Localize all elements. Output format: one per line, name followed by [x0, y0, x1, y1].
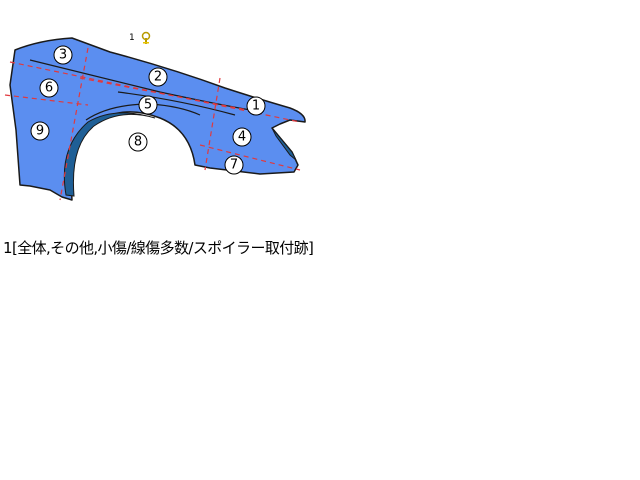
wheel-arch-lip [63, 112, 156, 197]
zone-marker[interactable]: 7 [224, 155, 244, 175]
divider-line [4, 94, 89, 106]
divider-line [204, 77, 221, 171]
zone-marker[interactable]: 5 [138, 95, 158, 115]
zone-marker[interactable]: 1 [246, 96, 266, 116]
divider-line [59, 47, 89, 201]
zone-label: 8 [134, 135, 142, 150]
damage-marker[interactable]: 1 [129, 31, 151, 45]
divider-line [79, 77, 259, 113]
zone-label: 3 [59, 48, 67, 63]
zone-label: 2 [154, 70, 162, 85]
zone-label: 5 [144, 98, 152, 113]
fender-body [9, 37, 306, 201]
fender-diagram: 1 2 3 4 5 6 7 8 9 1 [4, 31, 306, 201]
zone-label: 6 [45, 81, 53, 96]
zone-label: 4 [238, 130, 246, 145]
zone-marker[interactable]: 2 [148, 67, 168, 87]
zone-marker[interactable]: 3 [53, 45, 73, 65]
front-opening-edge [271, 127, 297, 161]
divider-line [199, 144, 301, 171]
damage-note: 1[全体,その他,小傷/線傷多数/スポイラー取付跡] [3, 239, 314, 257]
question-pin-icon [141, 31, 151, 44]
zone-label: 7 [230, 158, 238, 173]
zone-marker[interactable]: 6 [39, 78, 59, 98]
crease-line-lower [117, 91, 236, 116]
zone-label: 9 [36, 124, 44, 139]
zone-label: 1 [252, 99, 260, 114]
zone-marker[interactable]: 9 [30, 121, 50, 141]
damage-marker-number: 1 [129, 33, 135, 43]
zone-marker[interactable]: 8 [128, 132, 148, 152]
zone-marker[interactable]: 4 [232, 127, 252, 147]
